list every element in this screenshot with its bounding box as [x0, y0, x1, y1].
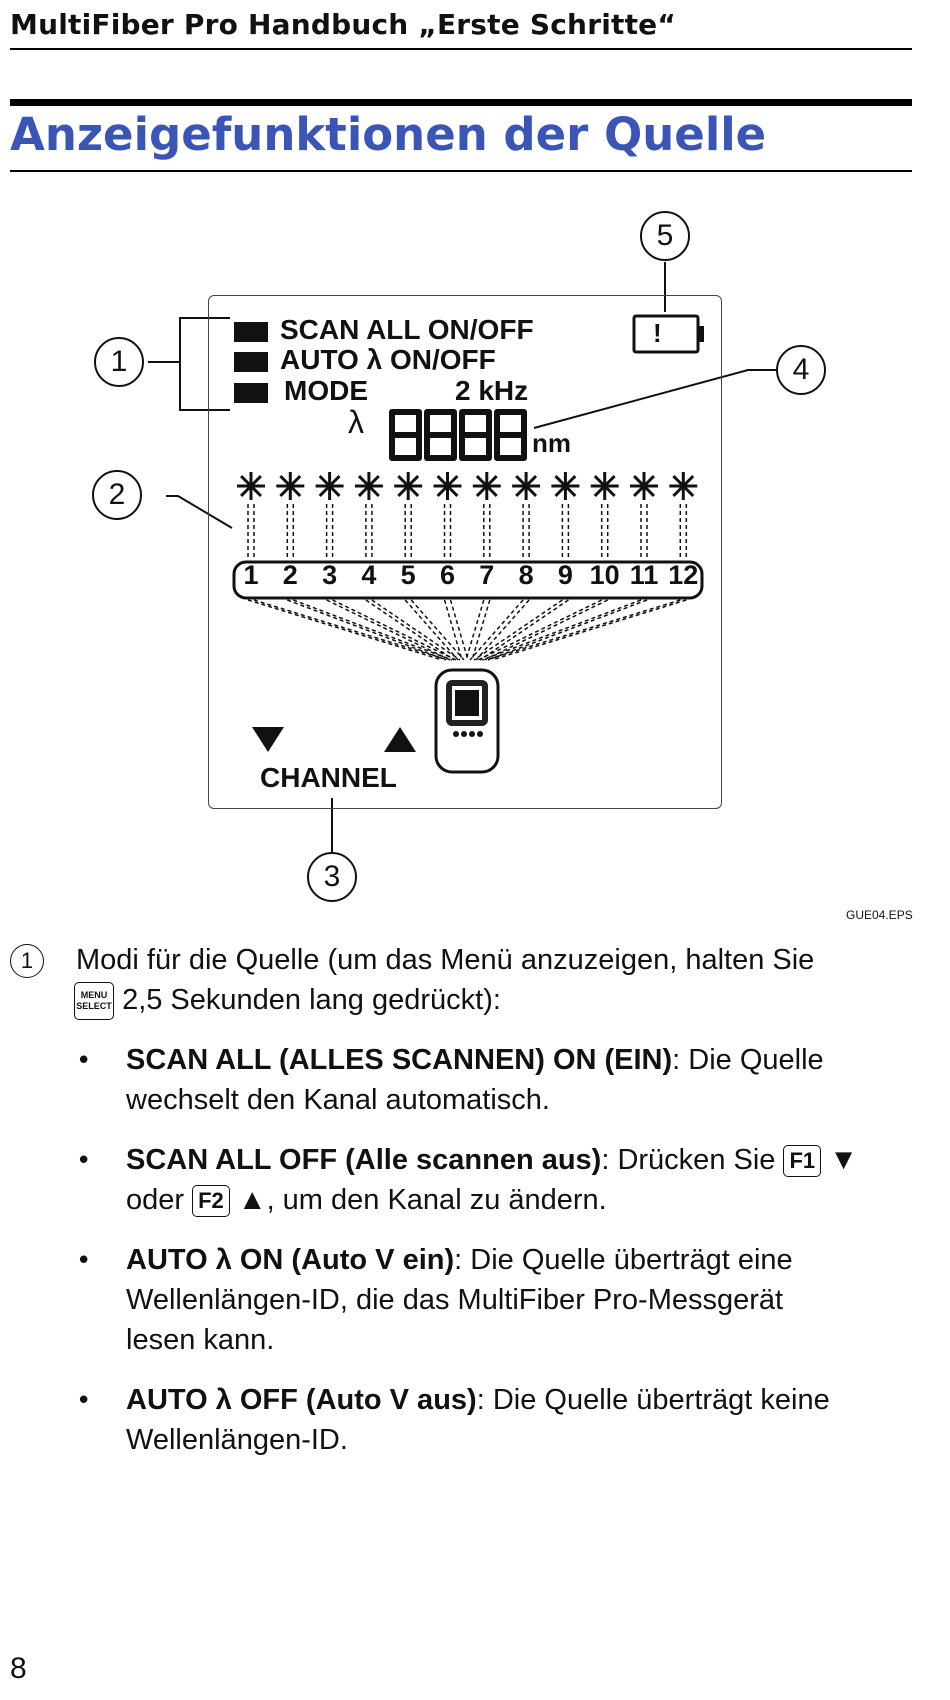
battery-warning-symbol: ! — [653, 318, 662, 349]
channel-number: 8 — [506, 560, 546, 591]
channel-number: 11 — [624, 560, 664, 591]
bullet-3-line-2: Wellenlängen-ID, die das MultiFiber Pro-… — [126, 1280, 783, 1320]
bullet-dot: • — [76, 1386, 91, 1416]
channel-number: 5 — [388, 560, 428, 591]
callout-5: 5 — [640, 211, 690, 261]
bullet-2-line-1: SCAN ALL OFF (Alle scannen aus): Drücken… — [126, 1140, 858, 1180]
channel-number: 4 — [349, 560, 389, 591]
channel-number: 10 — [585, 560, 625, 591]
bullet-dot: • — [76, 1146, 91, 1176]
lcd-unit-text: nm — [532, 428, 571, 459]
callout-3: 3 — [307, 852, 357, 902]
bullet-3-line-1: AUTO λ ON (Auto V ein): Die Quelle übert… — [126, 1240, 793, 1280]
auto-lambda-indicator — [234, 352, 268, 372]
f1-key: F1 — [783, 1145, 821, 1177]
lcd-mode-text: MODE — [284, 375, 368, 407]
channel-number: 6 — [428, 560, 468, 591]
bullet-2-line-2: oder F2 ▲, um den Kanal zu ändern. — [126, 1180, 607, 1220]
channel-label: CHANNEL — [260, 762, 397, 794]
scan-all-indicator — [234, 322, 268, 342]
down-arrow-icon: ▼ — [829, 1144, 858, 1176]
callout-2: 2 — [92, 470, 142, 520]
bullet-3-line-3: lesen kann. — [126, 1320, 274, 1360]
item-number-circle: 1 — [10, 944, 44, 978]
mode-indicator — [234, 383, 268, 403]
bullet-1-line-2: wechselt den Kanal automatisch. — [126, 1080, 550, 1120]
page-number: 8 — [10, 1652, 27, 1686]
channel-number: 2 — [270, 560, 310, 591]
lcd-frequency-text: 2 kHz — [455, 375, 528, 407]
lcd-lambda-symbol: λ — [348, 404, 364, 441]
callout-1: 1 — [94, 337, 144, 387]
channel-number: 12 — [663, 560, 703, 591]
channel-number: 9 — [545, 560, 585, 591]
channel-number: 7 — [467, 560, 507, 591]
intro-line-1: Modi für die Quelle (um das Menü anzuzei… — [76, 940, 814, 980]
bullet-dot: • — [76, 1046, 91, 1076]
bullet-dot: • — [76, 1246, 91, 1276]
channel-number: 3 — [310, 560, 350, 591]
bullet-1-line-1: SCAN ALL (ALLES SCANNEN) ON (EIN): Die Q… — [126, 1040, 824, 1080]
bullet-4-line-2: Wellenlängen-ID. — [126, 1420, 348, 1460]
lcd-scan-all-text: SCAN ALL ON/OFF — [280, 314, 534, 346]
source-display-figure: SCAN ALL ON/OFF AUTO λ ON/OFF MODE 2 kHz… — [0, 0, 950, 930]
intro-line-2: MENUSELECT 2,5 Sekunden lang gedrückt): — [74, 980, 501, 1020]
bullet-4-line-1: AUTO λ OFF (Auto V aus): Die Quelle über… — [126, 1380, 830, 1420]
channel-number: 1 — [231, 560, 271, 591]
callout-4: 4 — [776, 345, 826, 395]
f2-key: F2 — [192, 1185, 230, 1217]
up-arrow-icon: ▲ — [238, 1184, 267, 1216]
lcd-auto-lambda-text: AUTO λ ON/OFF — [280, 344, 496, 376]
figure-file-id: GUE04.EPS — [846, 908, 913, 922]
